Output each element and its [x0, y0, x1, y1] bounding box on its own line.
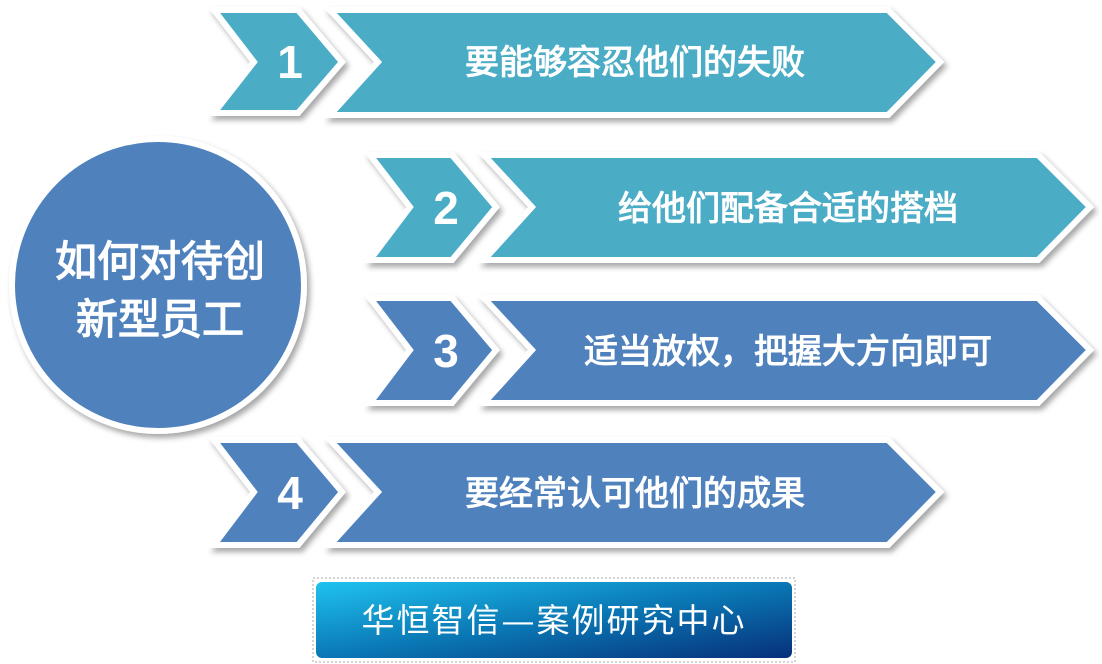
- step-text: 要能够容忍他们的失败: [465, 43, 805, 83]
- number-chevron: [363, 152, 500, 263]
- step-number: 4: [277, 467, 303, 519]
- step-2: 2 给他们配备合适的搭档: [363, 152, 1095, 263]
- text-chevron: [323, 7, 945, 118]
- number-chevron: [207, 7, 346, 116]
- step-number: 2: [433, 182, 459, 234]
- step-3: 3 适当放权，把握大方向即可: [363, 295, 1095, 406]
- step-number: 1: [277, 36, 303, 88]
- center-line-2: 新型员工: [76, 295, 244, 344]
- step-number: 3: [433, 325, 459, 377]
- center-topic: 如何对待创 新型员工: [9, 136, 307, 434]
- step-text: 给他们配备合适的搭档: [618, 189, 958, 229]
- text-chevron: [323, 437, 945, 548]
- text-chevron: [477, 152, 1095, 263]
- footer-background: [316, 582, 792, 658]
- number-chevron: [207, 437, 346, 548]
- center-line-1: 如何对待创: [55, 237, 265, 286]
- center-circle: [9, 136, 307, 434]
- footer-banner: 华恒智信—案例研究中心: [312, 577, 796, 663]
- number-chevron: [363, 295, 500, 406]
- footer-text: 华恒智信—案例研究中心: [362, 601, 747, 640]
- step-text: 要经常认可他们的成果: [465, 474, 805, 514]
- step-1: 1 要能够容忍他们的失败: [207, 7, 945, 118]
- text-chevron: [477, 295, 1095, 406]
- step-4: 4 要经常认可他们的成果: [207, 437, 945, 548]
- step-text: 适当放权，把握大方向即可: [584, 332, 992, 372]
